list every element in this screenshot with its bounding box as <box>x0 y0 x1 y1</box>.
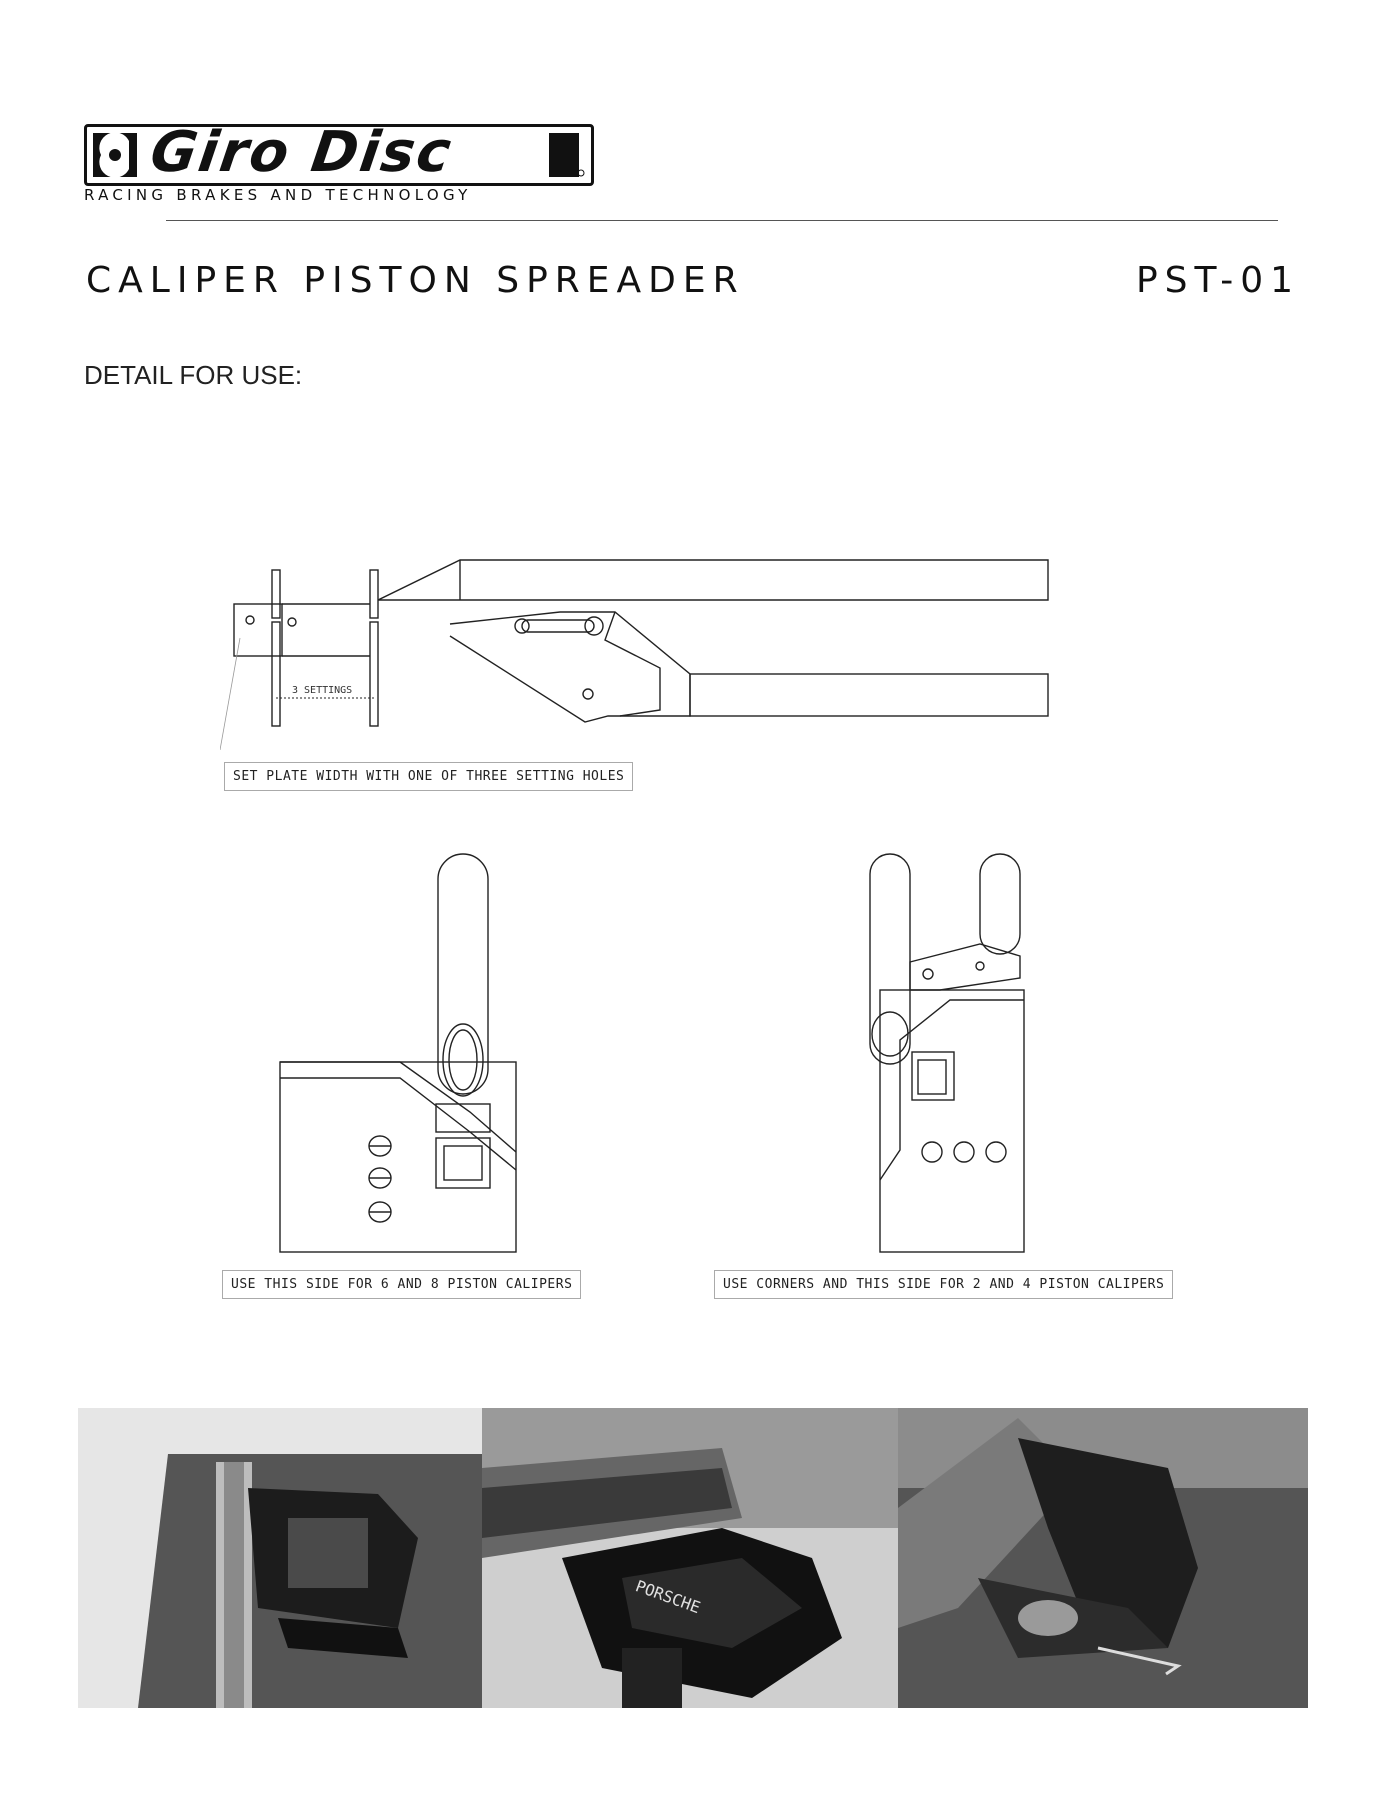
brand-tagline: RACING BRAKES AND TECHNOLOGY <box>84 186 472 204</box>
header-divider <box>166 220 1278 221</box>
setting-hole-icon <box>953 1141 975 1163</box>
photo-caliper-top-view <box>78 1408 482 1708</box>
setting-hole-icon <box>245 615 255 625</box>
tool-side-view-diagram: 3 SETTINGS <box>220 559 1049 750</box>
setting-hole-icon <box>921 1141 943 1163</box>
brake-rotor-icon <box>93 132 585 178</box>
photo-caliper-corner <box>898 1408 1308 1708</box>
giro-disc-logo: Giro Disc <box>84 120 594 186</box>
dimension-label: 3 SETTINGS <box>292 685 352 696</box>
photo-porsche-caliper: PORSCHE <box>482 1408 898 1708</box>
setting-hole-icon <box>985 1141 1007 1163</box>
brand-wordmark: Giro Disc <box>146 120 457 185</box>
end-view-diagram-2-4 <box>869 853 1025 1253</box>
plate-width-callout: SET PLATE WIDTH WITH ONE OF THREE SETTIN… <box>224 762 634 791</box>
setting-block <box>233 603 283 657</box>
setting-hole-icon <box>287 617 297 627</box>
six-eight-piston-callout: USE THIS SIDE FOR 6 AND 8 PISTON CALIPER… <box>222 1270 582 1299</box>
end-view-diagram-6-8 <box>279 853 517 1253</box>
part-number: PST-01 <box>1135 260 1300 301</box>
section-heading: DETAIL FOR USE: <box>84 360 303 390</box>
page-title: CALIPER PISTON SPREADER <box>86 260 745 301</box>
two-four-piston-callout: USE CORNERS AND THIS SIDE FOR 2 AND 4 PI… <box>714 1270 1174 1299</box>
